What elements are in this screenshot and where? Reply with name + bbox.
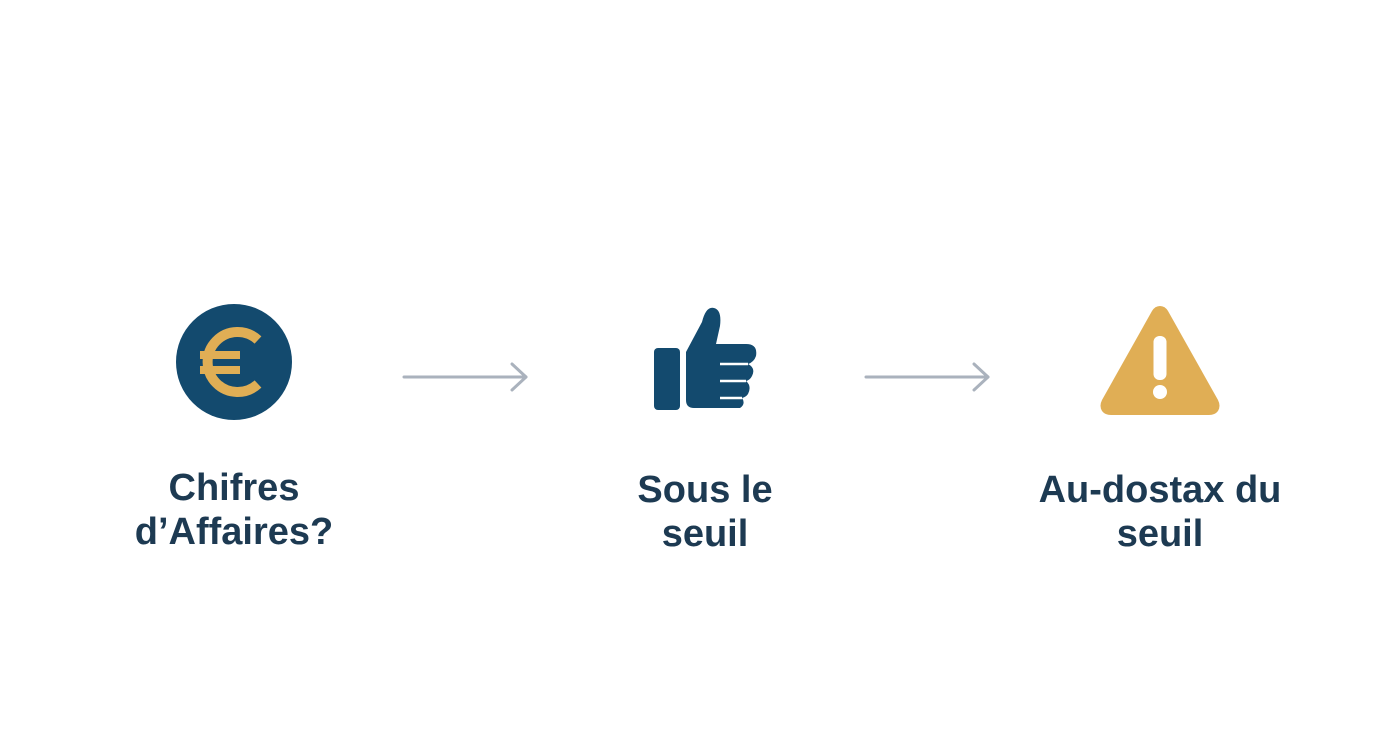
arrow-right-icon xyxy=(864,362,990,392)
thumbs-up-icon xyxy=(654,307,757,410)
step-below-threshold: Sous le seuil xyxy=(535,300,875,570)
step-below-threshold-label: Sous le seuil xyxy=(637,469,773,555)
step-revenue-label: Chifres d’Affaires? xyxy=(134,467,334,553)
step-above-threshold: Au-dostax du seuil xyxy=(990,300,1330,570)
warning-icon xyxy=(1100,306,1220,415)
arrow-right-icon xyxy=(402,362,528,392)
step-above-threshold-label: Au-dostax du seuil xyxy=(1038,469,1282,555)
euro-icon xyxy=(176,304,292,420)
step-revenue: Chifres d’Affaires? xyxy=(64,300,404,570)
